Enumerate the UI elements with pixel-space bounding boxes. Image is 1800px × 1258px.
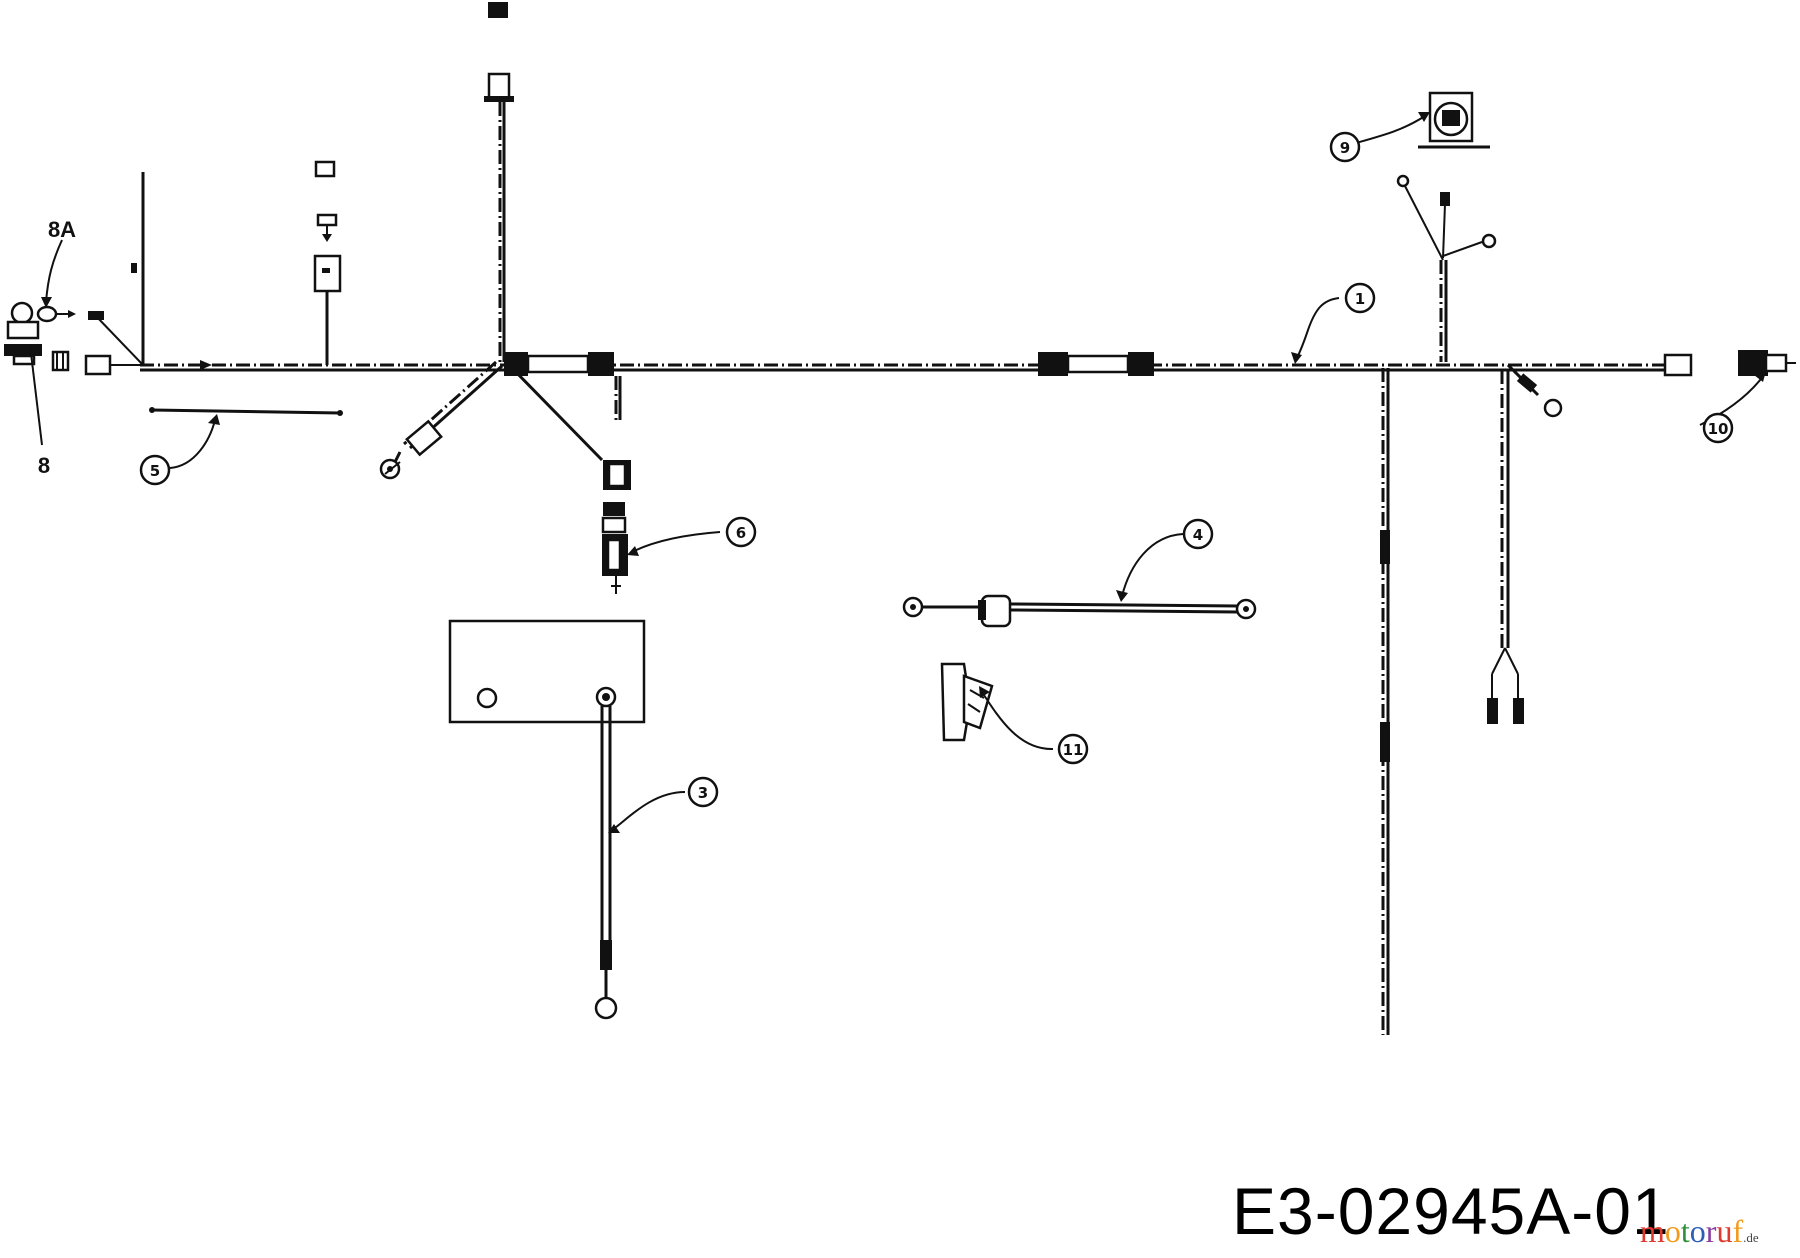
callout-11: 11 [1057,733,1089,765]
main-harness [88,172,1665,372]
svg-text:6: 6 [736,524,746,542]
svg-text:8A: 8A [48,217,76,242]
seat-switch-9 [1418,91,1490,149]
watermark-letter: t [1680,1213,1690,1249]
relay-6 [601,502,628,594]
svg-text:1: 1 [1355,290,1365,308]
sensor-branch [1396,174,1497,362]
svg-text:11: 11 [1063,741,1084,759]
watermark-letter: m [1640,1213,1665,1249]
svg-text:9: 9 [1340,139,1350,157]
ground-lug-branch [1506,363,1563,418]
svg-text:4: 4 [1193,526,1203,544]
right-long-branch [1380,368,1390,1035]
svg-text:8: 8 [38,453,50,478]
svg-text:10: 10 [1708,420,1729,438]
callout-8: 8 [38,453,50,478]
watermark-letter: r [1705,1213,1717,1249]
callout-5: 5 [139,454,171,486]
watermark-letter: f [1732,1213,1744,1249]
svg-text:5: 5 [150,462,160,480]
ignition-switch [4,301,140,376]
terminal-boot-11 [940,662,994,742]
end-connector-10 [1663,350,1796,377]
watermark-logo: motoruf.de [1640,1215,1759,1247]
watermark-suffix: .de [1743,1230,1759,1245]
callout-6: 6 [725,516,757,548]
key [36,305,76,323]
loose-wire-5 [149,407,343,416]
callout-1: 1 [1344,282,1376,314]
watermark-letter: u [1716,1213,1733,1249]
drawing-code: E3-02945A-01 [1232,1174,1670,1248]
watermark-letter: o [1689,1213,1706,1249]
watermark-text: motoruf [1640,1213,1743,1249]
callout-8a: 8A [48,217,76,242]
svg-text:3: 3 [698,784,708,802]
top-branch [484,2,514,362]
battery [448,619,646,1020]
callout-3: 3 [687,776,719,808]
dual-terminal-branch [1487,370,1524,724]
callout-leaders [29,112,1766,833]
battery-cable-4 [902,594,1257,628]
callout-9: 9 [1329,131,1361,163]
callout-10: 10 [1702,412,1734,444]
callout-4: 4 [1182,518,1214,550]
left-hub [379,352,631,490]
mid-connectors [1038,352,1154,376]
watermark-letter: o [1664,1213,1681,1249]
fuse-holder [313,160,342,365]
